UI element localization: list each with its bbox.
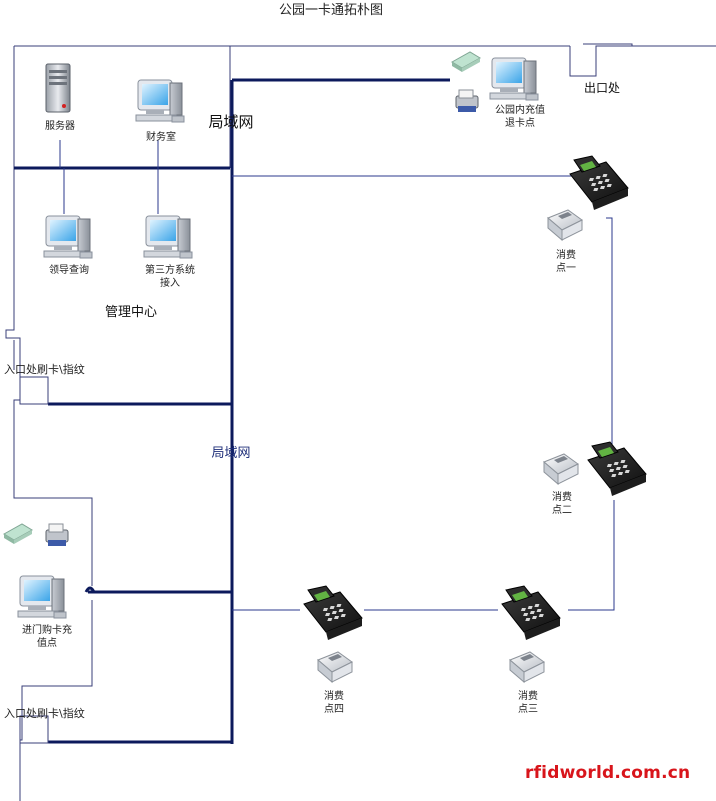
card-reader-icon xyxy=(451,51,481,73)
leader-pc-icon xyxy=(43,215,93,259)
pos-terminal-3-icon xyxy=(501,585,561,641)
leader-query-label: 领导查询 xyxy=(49,265,89,276)
ticket-point-label: 进门购卡充 值点 xyxy=(22,625,72,649)
receipt-printer-3-icon xyxy=(509,651,545,683)
entry-gate-top xyxy=(19,376,49,405)
third-party-pc-icon xyxy=(143,215,193,259)
building-walls xyxy=(5,43,716,801)
management-center-label: 管理中心 xyxy=(104,305,157,320)
pos-links xyxy=(59,140,615,611)
finance-label: 财务室 xyxy=(146,132,176,143)
pos-1-label: 消费 点一 xyxy=(556,250,576,274)
diagram-title: 公园一卡通拓朴图 xyxy=(278,3,383,18)
receipt-printer-4-icon xyxy=(317,651,353,683)
pos-terminal-4-icon xyxy=(303,585,363,641)
lan-label-top: 局域网 xyxy=(208,113,254,131)
pos-terminal-1-icon xyxy=(569,155,629,211)
lan-label-middle: 局域网 xyxy=(211,446,251,461)
third-party-label: 第三方系统 接入 xyxy=(145,265,195,289)
recharge-pc-icon xyxy=(489,57,539,101)
lan-backbone xyxy=(14,78,450,744)
ticket-printer-icon xyxy=(45,523,69,547)
finance-pc-icon xyxy=(135,79,185,123)
server-label: 服务器 xyxy=(45,121,75,132)
entry-bottom-label: 入口处刷卡\指纹 xyxy=(4,707,85,720)
entry-top-label: 入口处刷卡\指纹 xyxy=(4,363,85,376)
pos-terminal-2-icon xyxy=(587,441,647,497)
ticket-pc-icon xyxy=(17,575,67,619)
watermark: rfidworld.com.cn xyxy=(525,763,691,783)
entry-gate-bottom xyxy=(19,715,49,744)
receipt-printer-2-icon xyxy=(543,453,579,485)
server-icon xyxy=(45,63,71,113)
exit-label: 出口处 xyxy=(583,81,620,95)
printer-icon xyxy=(455,89,479,113)
pos-2-label: 消费 点二 xyxy=(552,492,572,516)
management-room xyxy=(13,46,231,168)
pos-4-label: 消费 点四 xyxy=(324,691,344,715)
recharge-refund-label: 公园内充值 退卡点 xyxy=(495,105,545,129)
pos-3-label: 消费 点三 xyxy=(518,691,538,715)
ticket-card-reader-icon xyxy=(3,523,33,545)
receipt-printer-1-icon xyxy=(547,209,583,241)
